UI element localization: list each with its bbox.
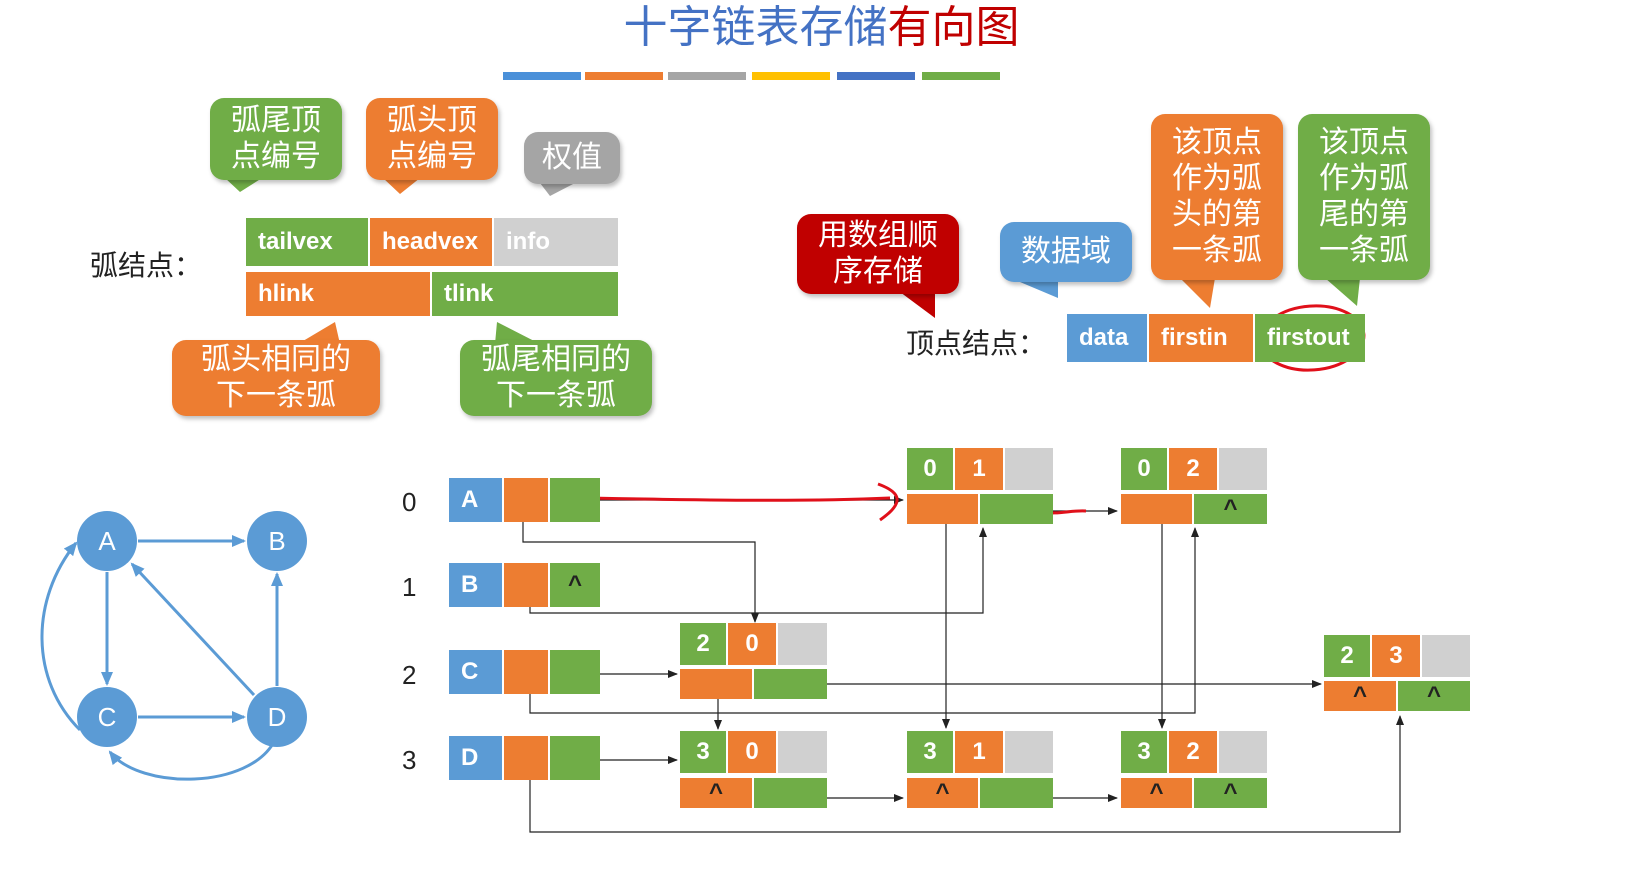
vertex-node-label: 顶点结点： — [906, 327, 1047, 360]
vertex-b-data: B — [449, 563, 504, 607]
vertex-index-1: 1 — [402, 572, 417, 602]
arc-3-0-hlink: ^ — [680, 778, 754, 808]
arc-0-2-tailvex: 0 — [1121, 448, 1169, 490]
title-bar-gray — [668, 72, 746, 80]
graph-edges — [40, 535, 283, 781]
vertex-index-3: 3 — [402, 745, 417, 775]
arc-3-1-headvex: 1 — [955, 731, 1005, 773]
vertex-d-firstin — [504, 736, 550, 780]
edge-c-a — [40, 541, 82, 732]
vertex-d-firstout — [550, 736, 600, 780]
vertex-b-firstout: ^ — [550, 563, 600, 607]
arc-3-2-info — [1219, 731, 1267, 773]
field-hlink: hlink — [246, 272, 432, 316]
arc-2-3-hlink: ^ — [1324, 681, 1398, 711]
arc-2-3-info — [1422, 635, 1470, 677]
vertex-c-firstin — [504, 650, 550, 694]
callout-tlink: 弧尾相同的 下一条弧 — [460, 340, 652, 416]
callout-info: 权值 — [524, 132, 620, 184]
arc-3-1-info — [1005, 731, 1053, 773]
field-tailvex: tailvex — [246, 218, 370, 266]
title-part2: 有向图 — [887, 2, 1020, 53]
arc-2-0-tlink — [754, 669, 827, 699]
callout-headvex: 弧头顶 点编号 — [366, 98, 498, 180]
arc-2-0-tailvex: 2 — [680, 623, 728, 665]
vertex-index-2: 2 — [402, 660, 417, 690]
arc-2-3-tailvex: 2 — [1324, 635, 1372, 677]
arc-3-0-tlink — [754, 778, 827, 808]
page-title: 十字链表存储有向图 — [0, 0, 1643, 56]
arc-3-2-headvex: 2 — [1169, 731, 1219, 773]
graph-node-c: C — [77, 687, 137, 747]
graph-node-a: A — [77, 511, 137, 571]
graph-node-d: D — [247, 687, 307, 747]
vertex-d-data: D — [449, 736, 504, 780]
callout-firstin: 该顶点 作为弧 头的第 一条弧 — [1151, 114, 1283, 280]
callout-hlink: 弧头相同的 下一条弧 — [172, 340, 380, 416]
vertex-c-firstout — [550, 650, 600, 694]
field-tlink: tlink — [432, 272, 618, 316]
title-bar-darkblue — [837, 72, 915, 80]
arc-2-0-hlink — [680, 669, 754, 699]
callout-tailvex: 弧尾顶 点编号 — [210, 98, 342, 180]
arc-0-1-headvex: 1 — [955, 448, 1005, 490]
arc-node-label: 弧结点： — [90, 249, 203, 282]
graph-node-b: B — [247, 511, 307, 571]
edge-d-c — [108, 739, 277, 781]
arc-3-2-tailvex: 3 — [1121, 731, 1169, 773]
title-bar-yellow — [752, 72, 830, 80]
callout-array: 用数组顺 序存储 — [797, 214, 959, 294]
title-bar-green — [922, 72, 1000, 80]
edge-d-a — [130, 562, 256, 697]
arc-2-3-headvex: 3 — [1372, 635, 1422, 677]
arc-0-2-headvex: 2 — [1169, 448, 1219, 490]
callout-tails — [225, 178, 1360, 344]
title-part1: 十字链表存储 — [623, 2, 888, 53]
field-data: data — [1067, 314, 1149, 362]
arc-0-2-info — [1219, 448, 1267, 490]
field-firstout: firstout — [1255, 314, 1365, 362]
arc-2-0-info — [778, 623, 827, 665]
vertex-a-data: A — [449, 478, 504, 522]
arc-3-0-tailvex: 3 — [680, 731, 728, 773]
arc-0-1-info — [1005, 448, 1053, 490]
arc-2-3-tlink: ^ — [1398, 681, 1470, 711]
arc-3-0-headvex: 0 — [728, 731, 778, 773]
vertex-a-firstin — [504, 478, 550, 522]
arc-0-2-hlink — [1121, 494, 1194, 524]
arc-3-1-tlink — [980, 778, 1053, 808]
title-bar-orange — [585, 72, 663, 80]
arc-3-2-hlink: ^ — [1121, 778, 1194, 808]
vertex-a-firstout — [550, 478, 600, 522]
arc-0-1-tlink — [980, 494, 1053, 524]
vertex-index-0: 0 — [402, 487, 417, 517]
field-headvex: headvex — [370, 218, 494, 266]
arc-2-0-headvex: 0 — [728, 623, 778, 665]
arc-3-1-tailvex: 3 — [907, 731, 955, 773]
arc-3-1-hlink: ^ — [907, 778, 980, 808]
vertex-b-firstin — [504, 563, 550, 607]
arc-0-1-hlink — [907, 494, 980, 524]
arc-3-2-tlink: ^ — [1194, 778, 1267, 808]
arc-3-0-info — [778, 731, 827, 773]
callout-data: 数据域 — [1000, 222, 1132, 282]
arc-0-2-tlink: ^ — [1194, 494, 1267, 524]
vertex-c-data: C — [449, 650, 504, 694]
arc-0-1-tailvex: 0 — [907, 448, 955, 490]
field-info: info — [494, 218, 618, 266]
title-bar-blue — [503, 72, 581, 80]
field-firstin: firstin — [1149, 314, 1255, 362]
callout-firstout: 该顶点 作为弧 尾的第 一条弧 — [1298, 114, 1430, 280]
